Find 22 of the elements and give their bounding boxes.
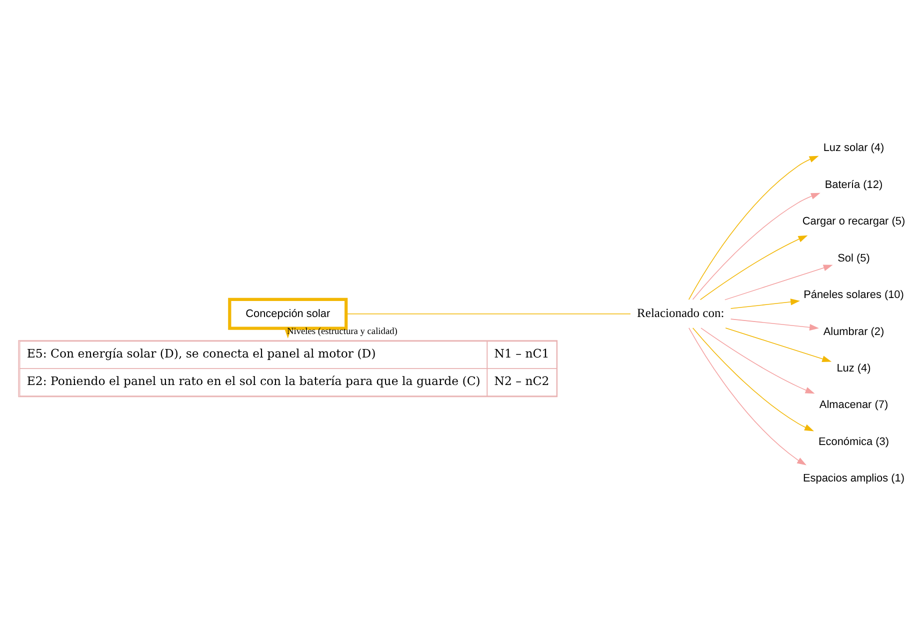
arrow [730,298,800,308]
arrow [724,327,832,362]
node-text: Páneles solares (10) [803,288,904,301]
node-text: Alumbrar (2) [822,325,884,338]
arrow [724,264,832,300]
node-text: Relacionado con: [636,305,724,320]
arrow [688,155,818,300]
arrow [692,192,820,300]
node-text: Luz solar (4) [822,142,884,154]
node-text: Sol (5) [837,252,870,264]
connector [345,313,630,314]
arrow [700,327,814,394]
arrow [692,327,814,431]
node-text: Cargar o recargar (5) [802,215,905,228]
node-text: Luz (4) [836,362,870,374]
arrow [699,234,808,300]
node-text: Almacenar (7) [818,398,888,411]
arrow [688,327,806,465]
node-text: Batería (12) [824,178,882,190]
arrow [730,318,818,330]
node-text: Económica (3) [818,435,889,448]
node-text: Espacios amplios (1) [802,472,904,484]
